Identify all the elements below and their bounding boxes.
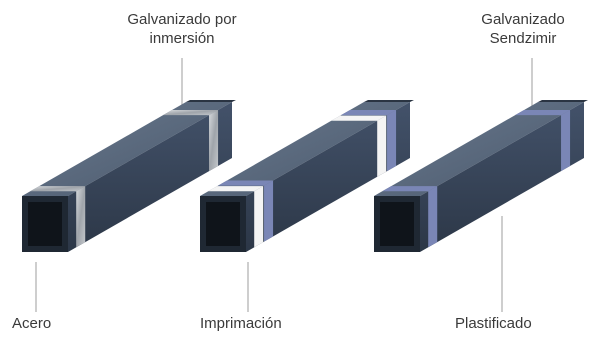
coating-band [387, 109, 397, 172]
tube-back-edge [538, 100, 588, 102]
coating-band [561, 109, 571, 172]
label-galvanizado-inmersion-line2: inmersión [149, 30, 215, 47]
coating-band [377, 115, 387, 177]
label-galvanizado-sendzimir: Galvanizado Sendzimir [468, 10, 578, 48]
tube-side-face [420, 102, 584, 252]
label-galvanizado-sendzimir-line1: Galvanizado [481, 11, 565, 28]
coating-band [428, 186, 438, 248]
coating-band [208, 186, 264, 192]
label-galvanizado-inmersion: Galvanizado por inmersión [116, 10, 248, 48]
coating-band [341, 109, 397, 116]
coating-band [76, 186, 86, 248]
tube-side-face [246, 102, 410, 252]
tube-top-face [200, 102, 410, 196]
label-imprimacion: Imprimación [200, 315, 282, 332]
coating-band [264, 180, 274, 242]
coating-band [218, 180, 274, 186]
coating-band [331, 115, 387, 121]
tube-side-face [68, 102, 232, 252]
tube-opening [28, 202, 62, 246]
label-galvanizado-sendzimir-line2: Sendzimir [489, 30, 557, 47]
label-galvanizado-inmersion-line1: Galvanizado por [127, 11, 237, 28]
coating-band [209, 109, 219, 172]
tube-back-edge [364, 100, 414, 102]
tube-top-face [22, 102, 232, 196]
tube-opening [380, 202, 414, 246]
label-acero: Acero [12, 315, 52, 332]
coating-band [515, 109, 571, 116]
tube-back-edge [186, 100, 236, 102]
tube-top-face [374, 102, 584, 196]
coating-band [30, 186, 86, 192]
coating-band [163, 109, 219, 116]
coating-band [382, 186, 438, 192]
coating-band [254, 186, 264, 248]
tube-opening [206, 202, 240, 246]
label-plastificado: Plastificado [455, 315, 532, 332]
